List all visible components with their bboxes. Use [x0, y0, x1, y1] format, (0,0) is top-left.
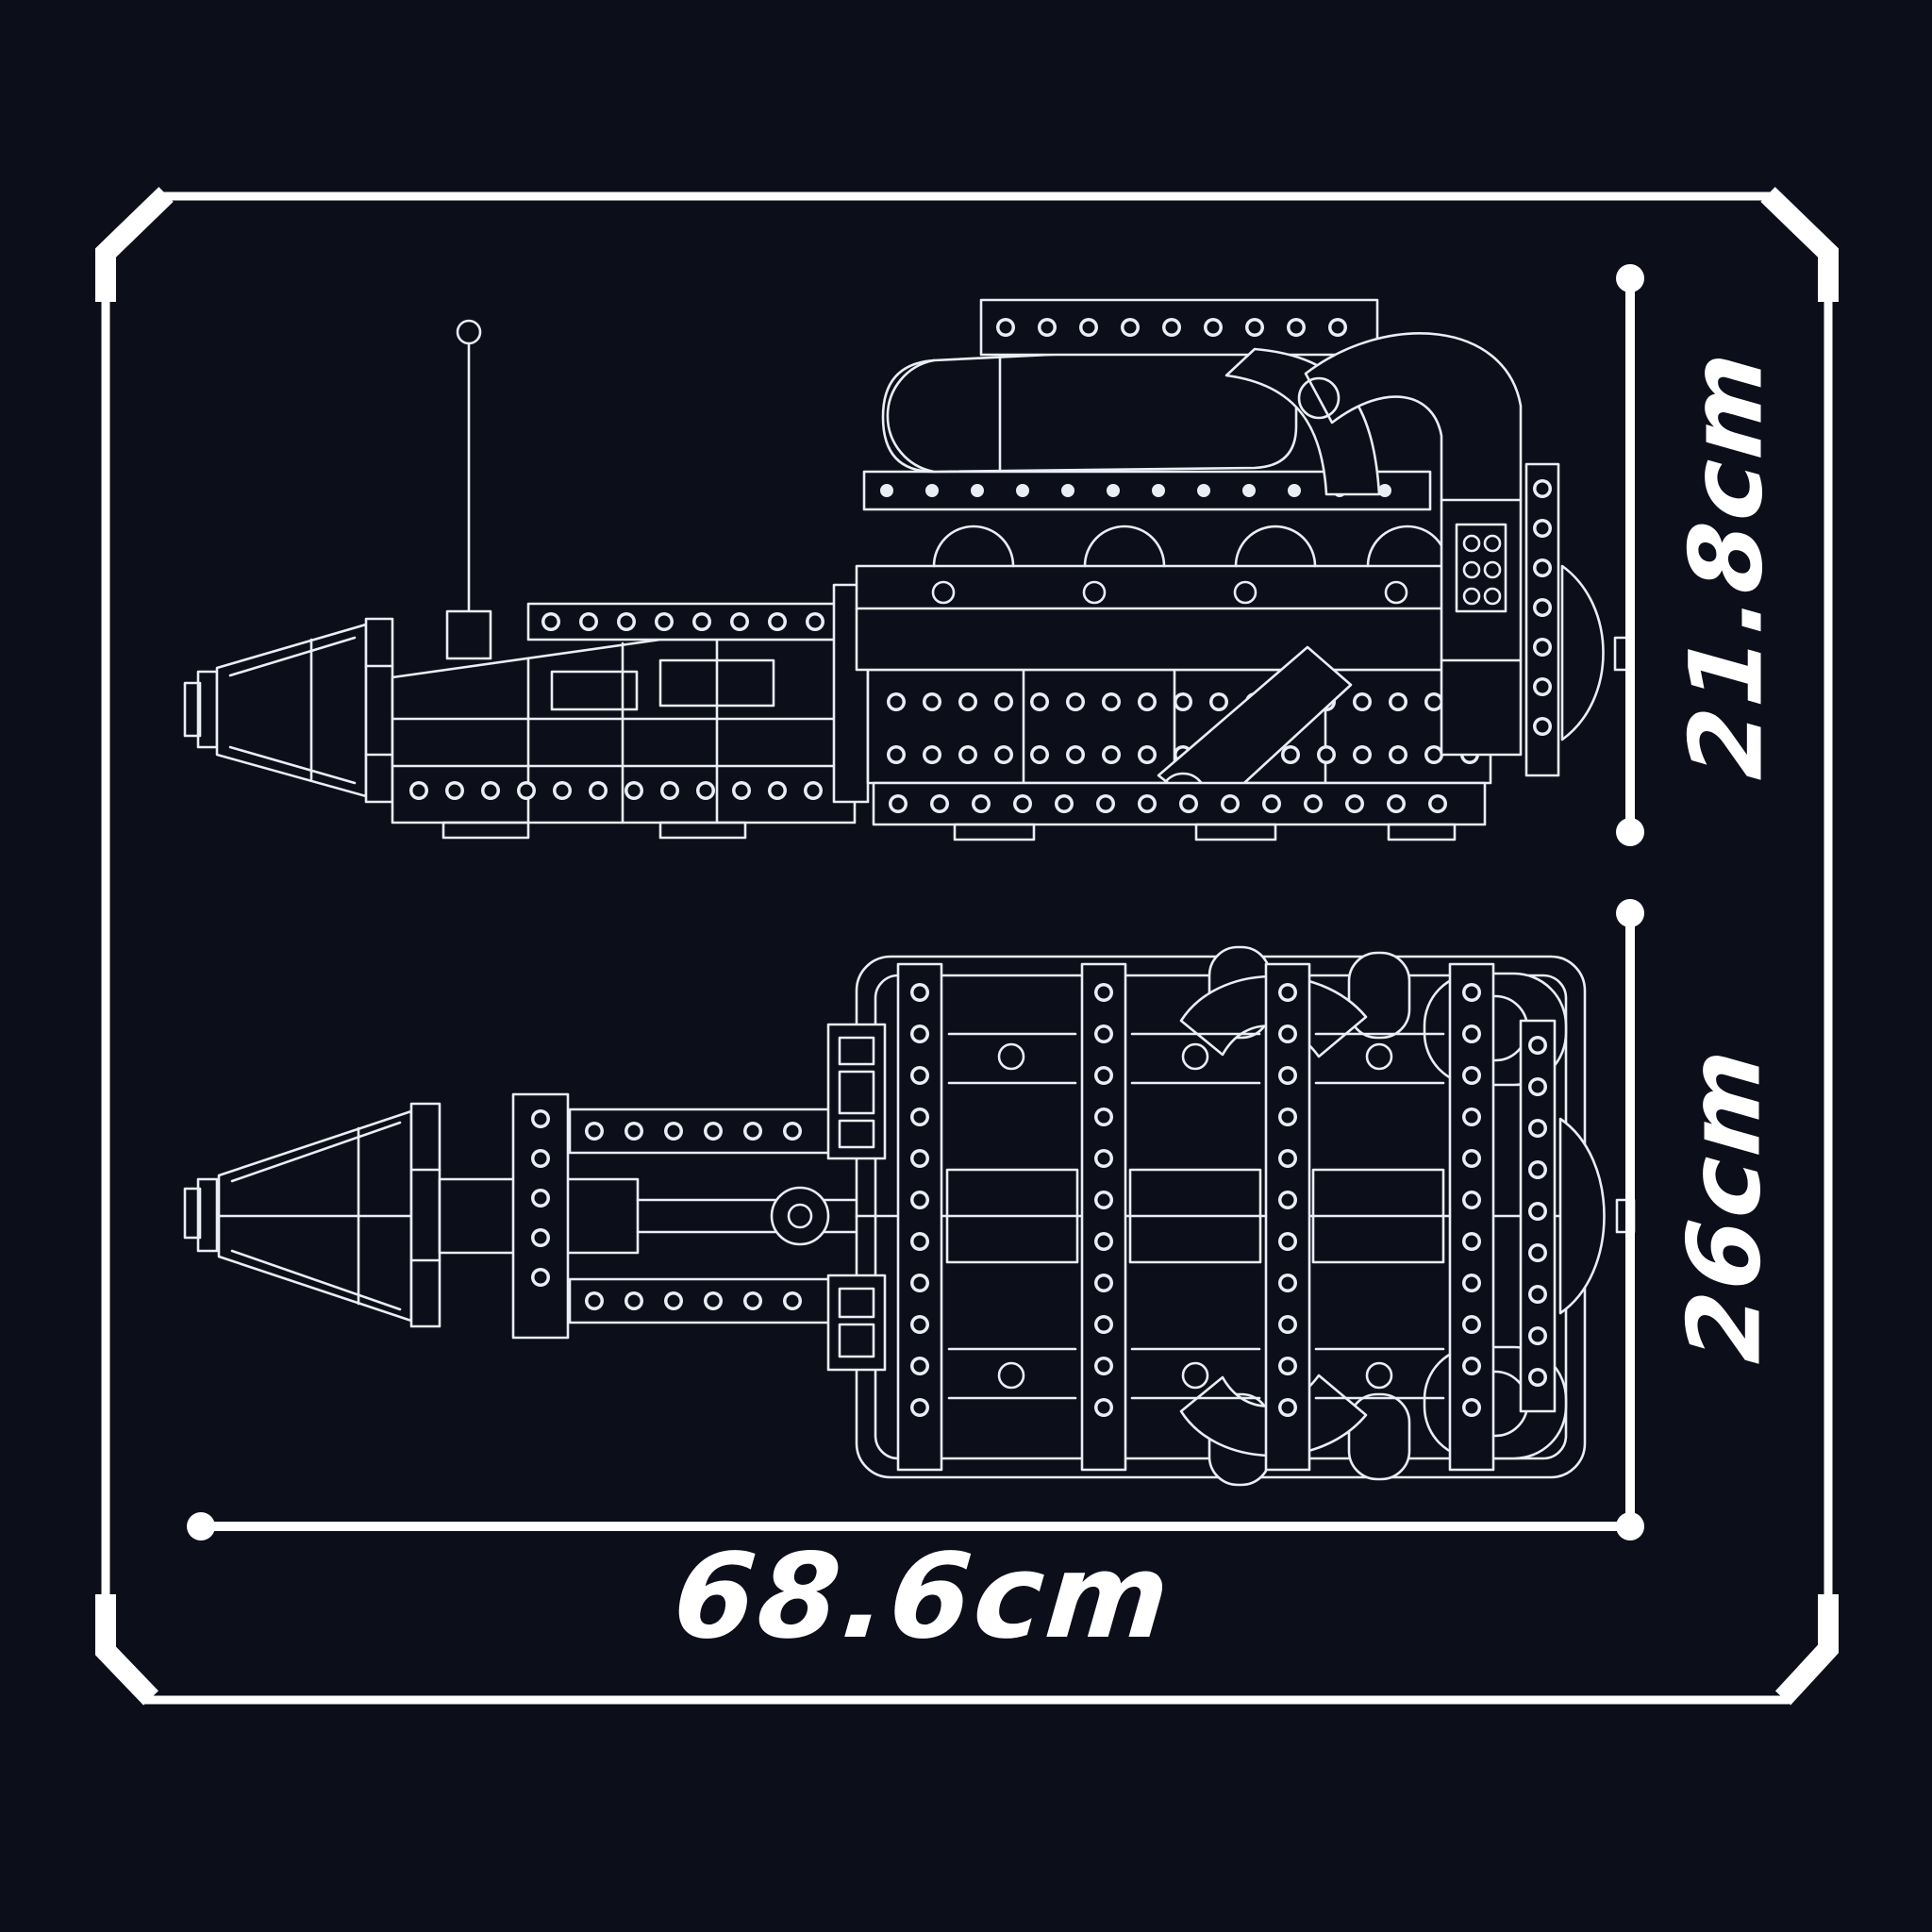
side-view-gearbox	[391, 602, 860, 840]
engine-top-view-drawing	[183, 945, 1636, 1487]
side-view-nose-cone	[183, 617, 394, 804]
frame-corner-accent-bottom-left	[95, 1594, 158, 1706]
frame-corner-accent-top-left	[95, 187, 174, 302]
side-view-engine-block	[832, 298, 1634, 841]
top-view-engine-block	[826, 945, 1636, 1487]
overall-length-label: 68.6cm	[668, 1529, 1177, 1665]
dimension-line-top-view-height-and-length	[187, 899, 1644, 1541]
frame-corner-accent-bottom-right	[1774, 1594, 1839, 1706]
frame-corner-accent-top-right	[1760, 187, 1839, 302]
top-view-height-label: 26cm	[1666, 1042, 1783, 1367]
top-view-cooling-slats	[945, 1032, 1445, 1400]
side-view-height-label: 21.8cm	[1668, 345, 1785, 783]
side-view-dipstick	[445, 319, 492, 660]
engine-side-view-drawing	[183, 298, 1634, 841]
top-view-gearbox	[438, 1092, 858, 1340]
top-view-nose-cone	[183, 1102, 441, 1328]
decorative-frame	[95, 187, 1839, 1706]
dimension-line-side-view-height	[1616, 264, 1644, 846]
